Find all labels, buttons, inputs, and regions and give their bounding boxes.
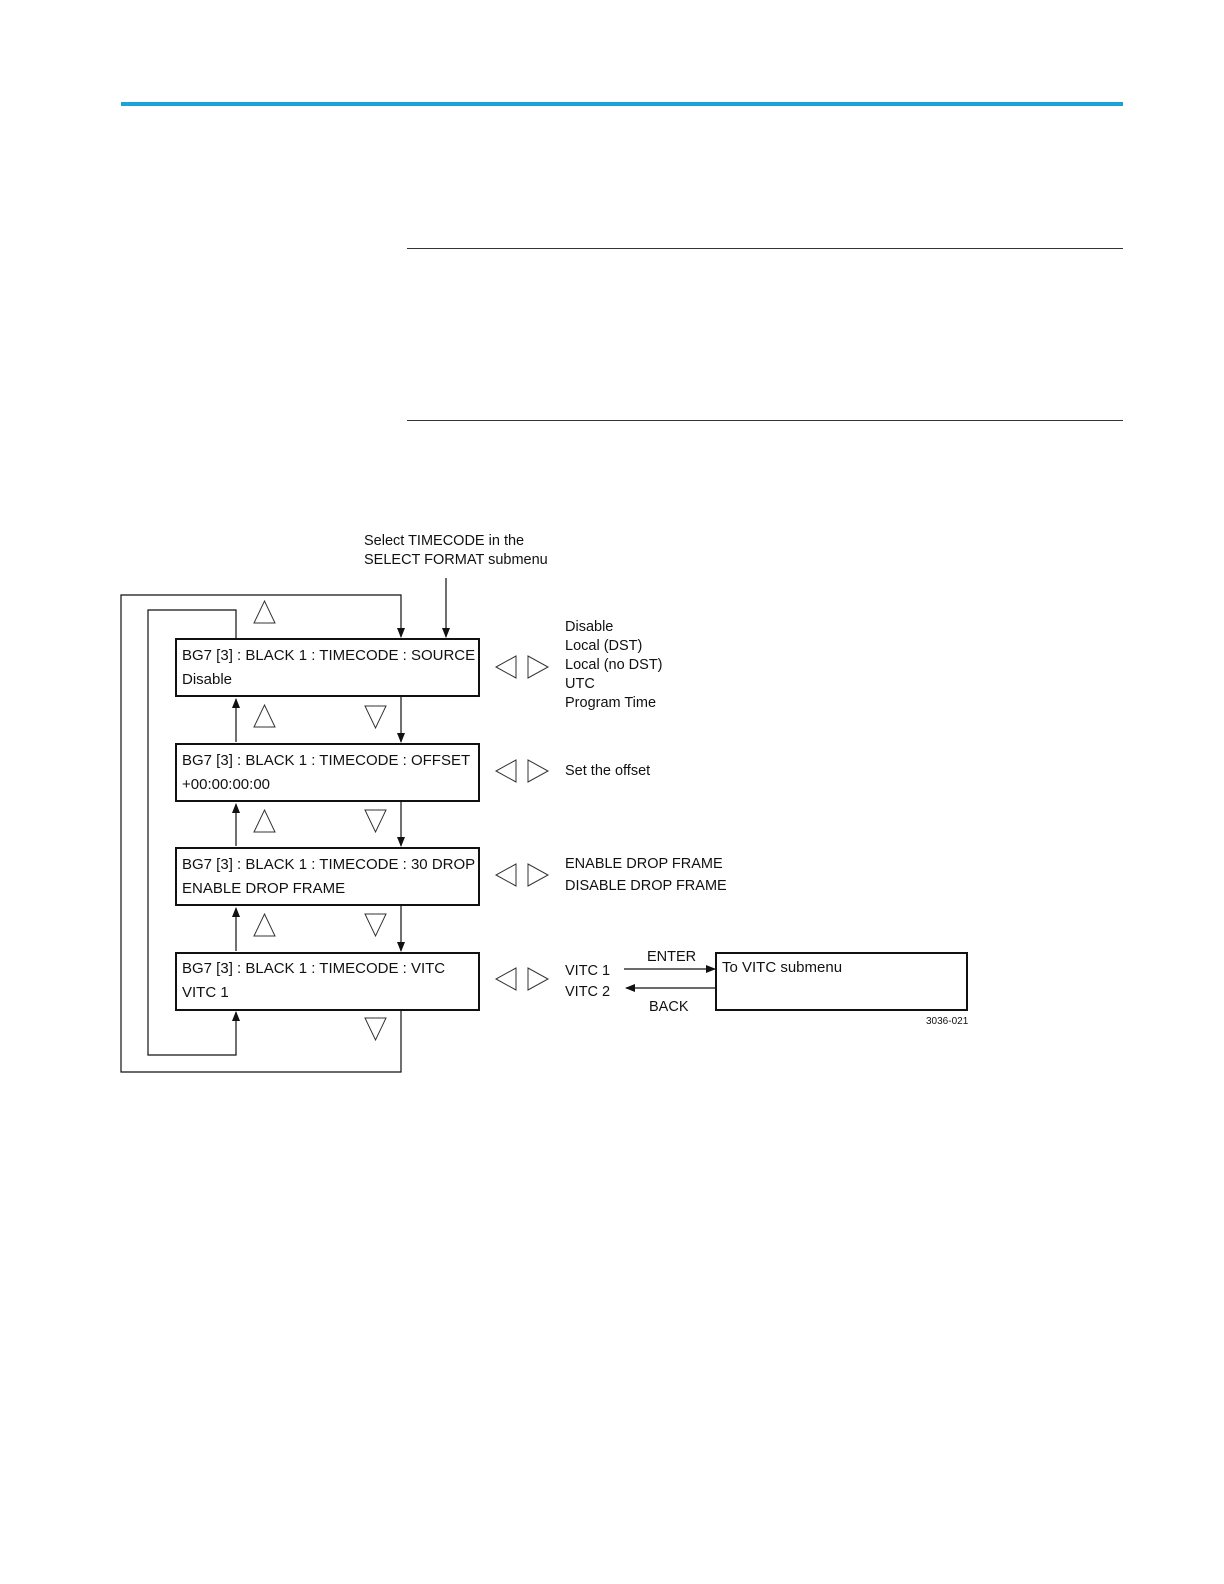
left-button-icon xyxy=(494,655,517,679)
menu-value-vitc: VITC 1 xyxy=(182,984,229,1001)
source-option: Local (DST) xyxy=(565,638,642,654)
drop-option: ENABLE DROP FRAME xyxy=(565,856,723,872)
vitc-option: VITC 2 xyxy=(565,984,610,1000)
menu-title-30drop: BG7 [3] : BLACK 1 : TIMECODE : 30 DROP xyxy=(182,856,475,873)
menu-box-offset xyxy=(175,743,480,802)
menu-title-vitc: BG7 [3] : BLACK 1 : TIMECODE : VITC xyxy=(182,960,445,977)
source-option: Disable xyxy=(565,619,613,635)
section-rule-top xyxy=(407,248,1123,249)
vitc-option: VITC 1 xyxy=(565,963,610,979)
menu-title-offset: BG7 [3] : BLACK 1 : TIMECODE : OFFSET xyxy=(182,752,470,769)
left-button-icon xyxy=(494,967,517,991)
up-button-icon xyxy=(253,599,276,624)
menu-value-source: Disable xyxy=(182,671,232,688)
source-option: Local (no DST) xyxy=(565,657,663,673)
entry-note-line-1: Select TIMECODE in the xyxy=(364,533,524,549)
outer-wrap-arrow xyxy=(120,594,405,1073)
menu-box-30drop xyxy=(175,847,480,906)
source-option: Program Time xyxy=(565,695,656,711)
up-button-icon xyxy=(253,912,276,937)
down-button-icon xyxy=(364,809,387,834)
section-rule-bottom xyxy=(407,420,1123,421)
down-button-icon xyxy=(364,1017,387,1042)
figure-id: 3036-021 xyxy=(926,1016,969,1027)
vitc-submenu-box xyxy=(715,952,968,1011)
right-button-icon xyxy=(527,863,550,887)
right-button-icon xyxy=(527,655,550,679)
source-option: UTC xyxy=(565,676,595,692)
left-button-icon xyxy=(494,863,517,887)
vitc-submenu-label: To VITC submenu xyxy=(722,959,842,976)
menu-value-30drop: ENABLE DROP FRAME xyxy=(182,880,345,897)
down-button-icon xyxy=(364,705,387,730)
right-button-icon xyxy=(527,967,550,991)
entry-note-line-2: SELECT FORMAT submenu xyxy=(364,552,548,568)
down-button-icon xyxy=(364,913,387,938)
menu-value-offset: +00:00:00:00 xyxy=(182,776,270,793)
left-button-icon xyxy=(494,759,517,783)
menu-box-source xyxy=(175,638,480,697)
enter-label: ENTER xyxy=(647,949,696,965)
header-accent-rule xyxy=(121,102,1123,106)
right-button-icon xyxy=(527,759,550,783)
inner-wrap-arrow xyxy=(147,609,240,1056)
offset-option: Set the offset xyxy=(565,763,650,779)
menu-box-vitc xyxy=(175,952,480,1011)
drop-option: DISABLE DROP FRAME xyxy=(565,878,727,894)
up-button-icon xyxy=(253,703,276,728)
back-label: BACK xyxy=(649,999,689,1015)
menu-title-source: BG7 [3] : BLACK 1 : TIMECODE : SOURCE xyxy=(182,647,475,664)
up-button-icon xyxy=(253,808,276,833)
